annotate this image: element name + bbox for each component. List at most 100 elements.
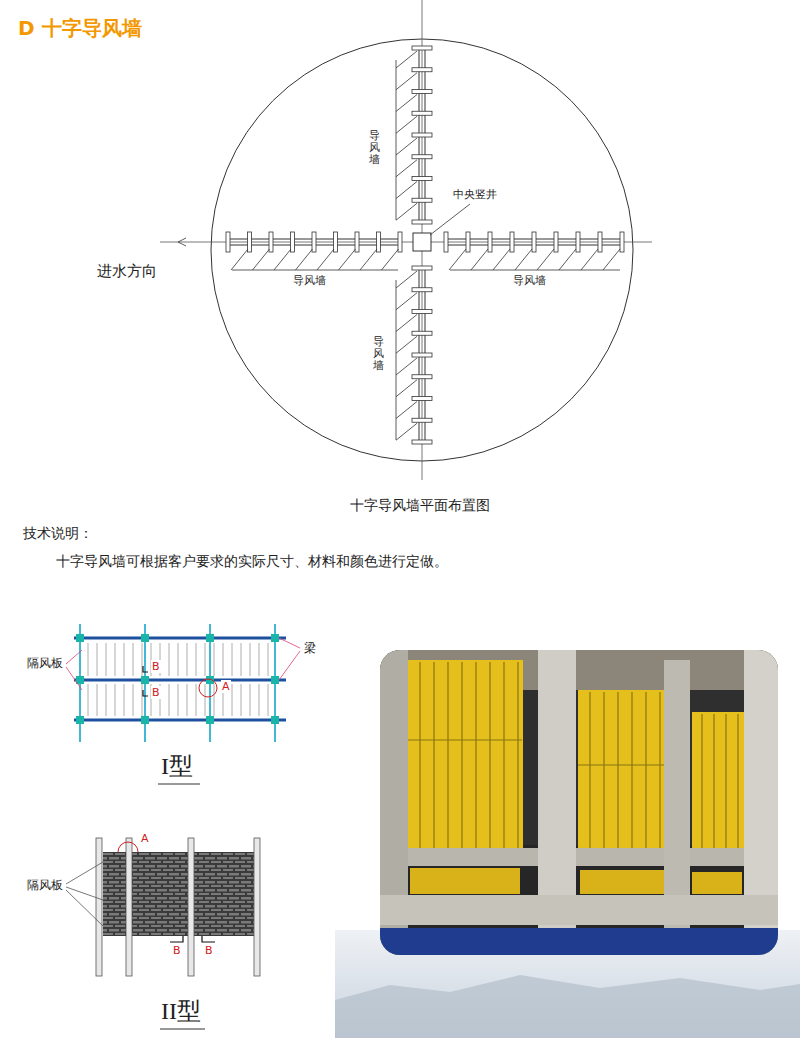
guide-vane xyxy=(396,402,417,419)
part-label: 梁 xyxy=(303,641,317,655)
wall-joint xyxy=(398,232,402,252)
wall-joint xyxy=(466,232,470,252)
column-node xyxy=(141,716,149,724)
leader-line xyxy=(66,887,103,900)
panel-slat xyxy=(106,643,107,676)
wall-joint xyxy=(412,133,432,137)
wall-joint xyxy=(532,232,536,252)
guide-vane xyxy=(396,160,417,177)
section-mark xyxy=(170,936,215,942)
panel-slat xyxy=(115,643,116,676)
detail-arc xyxy=(118,842,138,852)
panel-groove xyxy=(659,692,660,856)
figure-caption: 十字导风墙平面布置图 xyxy=(220,497,620,514)
panel-slat xyxy=(142,684,143,716)
panel-groove xyxy=(631,692,632,856)
guide-vane xyxy=(396,73,417,90)
part-label: 导风墙 xyxy=(512,274,547,287)
callout-letter: A xyxy=(221,680,231,693)
wall-joint xyxy=(412,310,432,314)
leader-line xyxy=(430,204,470,235)
wall-joint xyxy=(412,177,432,181)
panel-groove xyxy=(517,662,518,848)
panel-slat xyxy=(250,643,251,676)
guide-vane xyxy=(396,315,417,332)
wall-joint xyxy=(598,232,602,252)
leader-line xyxy=(66,862,103,884)
guide-vane xyxy=(382,249,399,270)
panel-groove xyxy=(419,662,420,848)
wall-joint xyxy=(444,232,448,252)
panel-slat xyxy=(187,643,188,676)
panel-slat xyxy=(178,643,179,676)
panel-slat xyxy=(115,684,116,716)
wall-joint xyxy=(412,266,432,270)
wall-joint xyxy=(510,232,514,252)
panel-groove xyxy=(433,662,434,848)
guide-vane xyxy=(396,51,417,68)
panel-slat xyxy=(106,684,107,716)
type-caption: I型 xyxy=(160,752,194,781)
panel-groove xyxy=(408,739,522,740)
panel-groove xyxy=(447,662,448,848)
wall-joint xyxy=(291,232,295,252)
part-label: 技术说明： xyxy=(22,525,94,542)
callout-letter: B xyxy=(151,686,161,699)
wall-joint xyxy=(355,232,359,252)
guide-vane xyxy=(360,249,377,270)
panel-slat xyxy=(232,684,233,716)
guide-vane xyxy=(274,249,291,270)
guide-vane xyxy=(396,423,417,440)
detail-circle xyxy=(199,679,217,697)
panel-slat xyxy=(268,643,269,676)
guide-vane xyxy=(396,116,417,133)
panel-slat xyxy=(250,684,251,716)
guide-vane xyxy=(396,380,417,397)
guide-vane xyxy=(581,249,598,270)
panel-groove xyxy=(725,714,726,862)
beam xyxy=(74,719,286,722)
callout-letter: A xyxy=(140,832,150,845)
guide-vane xyxy=(253,249,270,270)
panel-slat xyxy=(196,643,197,676)
guide-vane xyxy=(603,249,620,270)
panel-slat xyxy=(124,643,125,676)
guide-vane xyxy=(396,293,417,310)
part-label: 导风墙 xyxy=(292,274,327,287)
panel-slat xyxy=(232,643,233,676)
guide-vane xyxy=(559,249,576,270)
wall-joint xyxy=(412,331,432,335)
callout-letter: B xyxy=(204,944,214,957)
guide-vane xyxy=(396,182,417,199)
guide-vane xyxy=(449,249,466,270)
central-shaft xyxy=(413,233,431,251)
wall-joint xyxy=(412,111,432,115)
panel-groove xyxy=(713,714,714,862)
wall-joint xyxy=(412,220,432,224)
panel-slat xyxy=(205,643,206,676)
panel-groove xyxy=(617,692,618,856)
panel-slat xyxy=(268,684,269,716)
wall-joint xyxy=(412,155,432,159)
leader-line xyxy=(66,650,82,664)
guide-vane xyxy=(493,249,510,270)
page-title: D 十字导风墙 xyxy=(18,16,142,40)
wall-joint xyxy=(412,46,432,50)
guide-vane xyxy=(396,203,417,220)
panel-slat xyxy=(178,684,179,716)
part-label: 十字导风墙可根据客户要求的实际尺寸、材料和颜色进行定做。 xyxy=(55,553,449,570)
guide-vane xyxy=(396,280,397,440)
panel-groove xyxy=(578,764,665,765)
panel-slat xyxy=(133,684,134,716)
section-mark xyxy=(143,666,148,696)
panel-slat xyxy=(205,684,206,716)
wall-joint xyxy=(620,232,624,252)
panel-groove xyxy=(701,714,702,862)
guide-vane xyxy=(515,249,532,270)
guide-vane xyxy=(317,249,334,270)
panel-slat xyxy=(259,684,260,716)
panel-slat xyxy=(241,643,242,676)
callout-letter: B xyxy=(151,660,161,673)
wall-joint xyxy=(269,232,273,252)
